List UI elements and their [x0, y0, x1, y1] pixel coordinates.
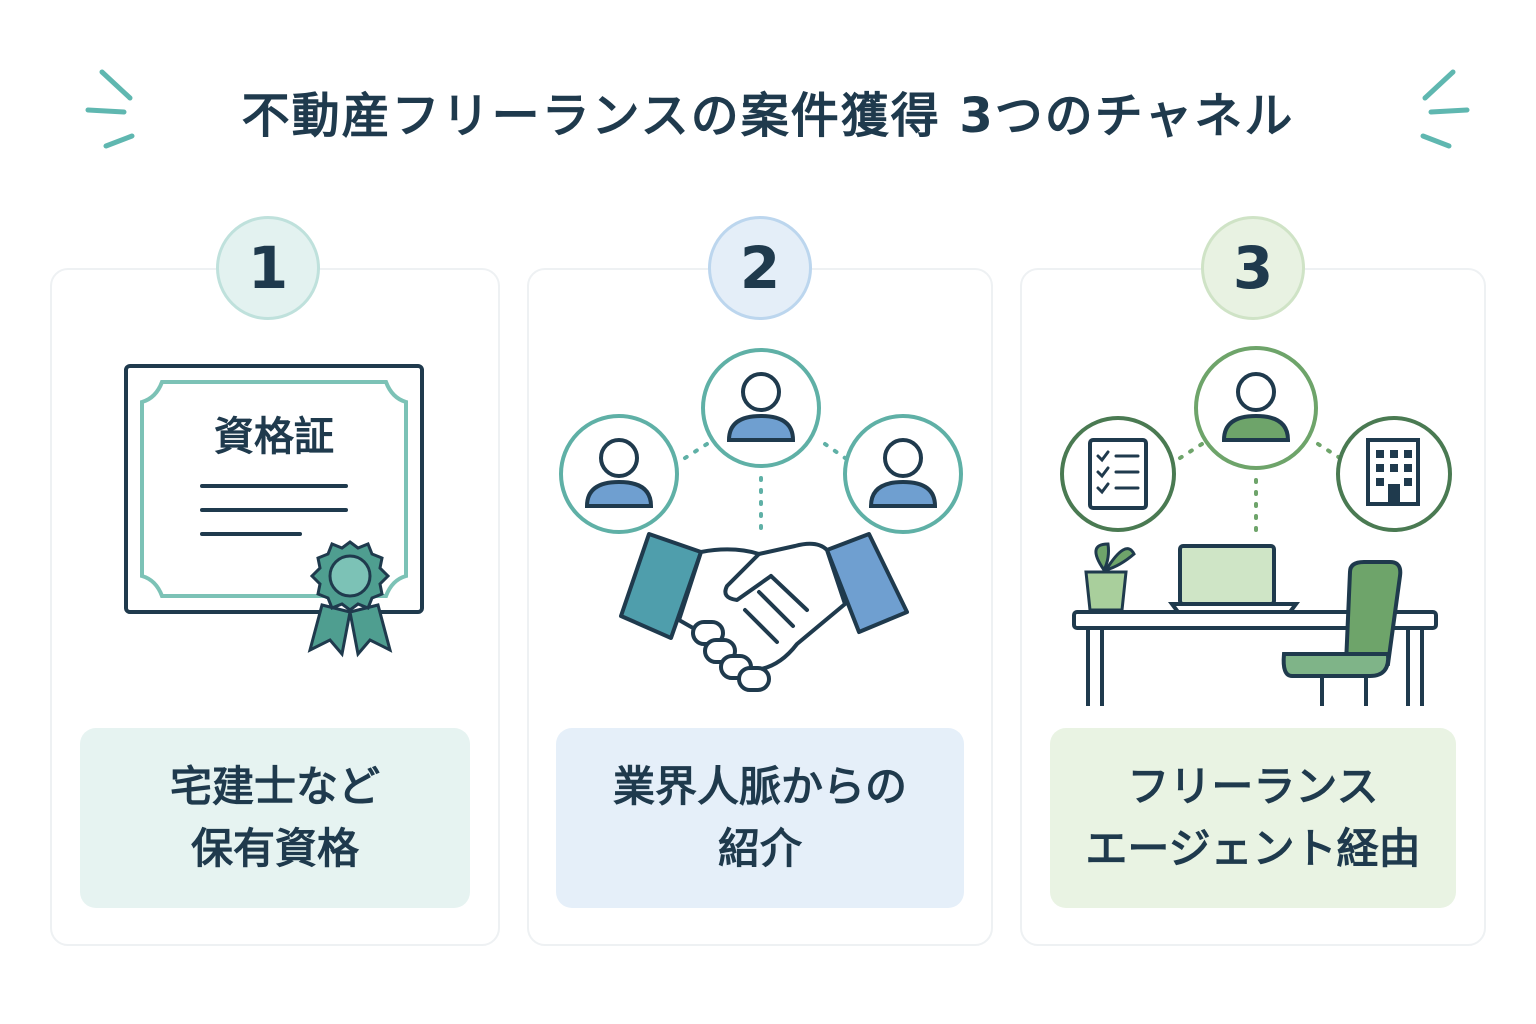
office-building-icon	[1336, 416, 1452, 532]
laptop-icon	[1168, 544, 1300, 614]
chair-icon	[1281, 560, 1403, 706]
channel-label-line: エージェント経由	[1085, 824, 1421, 873]
person-icon	[701, 348, 821, 468]
channel-label-line: 保有資格	[190, 824, 359, 873]
channel-label-line: 業界人脈からの	[612, 762, 907, 811]
handshake-network-icon	[559, 348, 963, 692]
channel-label-line: 紹介	[717, 824, 802, 873]
sparkle-left-icon	[85, 69, 135, 149]
channel-label-line: フリーランス	[1127, 762, 1379, 811]
person-icon	[843, 414, 963, 534]
certificate-icon: 資格証	[124, 364, 424, 658]
channel-label-box: 宅建士など 保有資格	[80, 728, 470, 908]
person-icon	[1194, 346, 1318, 470]
channel-label-box: 業界人脈からの 紹介	[556, 728, 964, 908]
certificate-heading: 資格証	[214, 414, 334, 460]
channel-number-badge: 2	[708, 216, 812, 320]
checklist-icon	[1060, 416, 1176, 532]
sparkle-right-icon	[1420, 69, 1470, 149]
channel-number-badge: 1	[216, 216, 320, 320]
channel-label-line: 宅建士など	[169, 762, 380, 811]
page-title: 不動産フリーランスの案件獲得 3つのチャネル	[241, 88, 1295, 144]
remote-desk-icon	[1060, 346, 1452, 706]
person-icon	[559, 414, 679, 534]
channel-label-box: フリーランス エージェント経由	[1050, 728, 1456, 908]
desk-icon	[1072, 610, 1438, 706]
title-area: 不動産フリーランスの案件獲得 3つのチャネル	[0, 60, 1536, 170]
plant-icon	[1084, 542, 1136, 612]
channel-number-badge: 3	[1201, 216, 1305, 320]
